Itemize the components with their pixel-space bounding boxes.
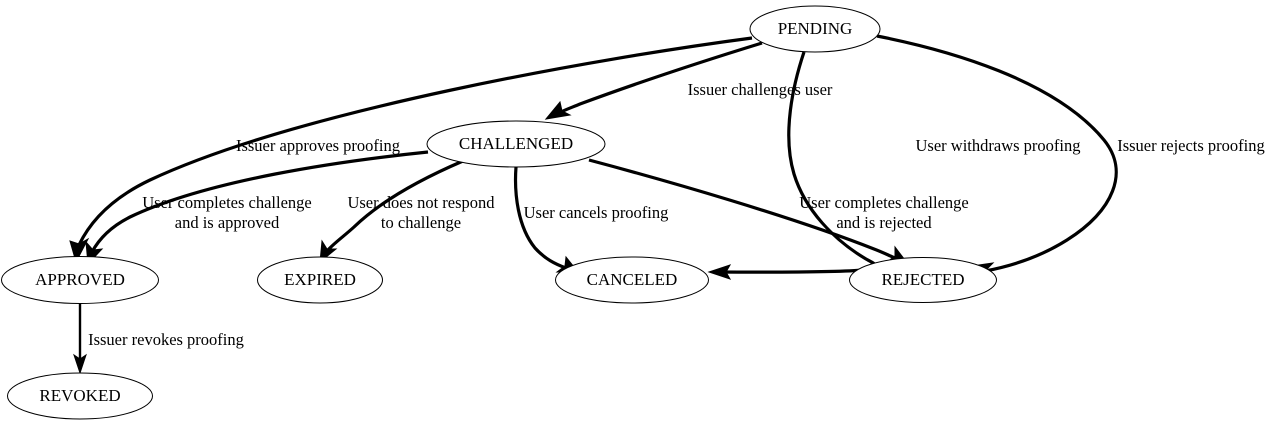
edge-label-challenged-to-canceled: User cancels proofing [524,203,669,222]
edge-challenged-to-expired: User does not respond to challenge [319,159,495,264]
node-challenged[interactable]: CHALLENGED [426,120,606,168]
edge-label-pending-to-rejected: Issuer rejects proofing [1117,136,1265,155]
node-challenged-label: CHALLENGED [459,134,573,153]
edge-label-challenged-to-rejected-line2: and is rejected [836,213,932,232]
edge-challenged-to-approved: User completes challenge and is approved [85,150,429,266]
edge-label-challenged-to-approved-line2: and is approved [175,213,280,232]
edge-pending-to-challenged: Issuer challenges user [544,41,833,120]
node-approved-shape[interactable] [1,256,159,304]
edge-label-approved-to-revoked: Issuer revokes proofing [88,330,244,349]
edge-label-pending-to-approved: Issuer approves proofing [236,136,400,155]
edge-approved-to-revoked: Issuer revokes proofing [73,304,244,375]
node-pending-label: PENDING [778,19,853,38]
edge-label-challenged-to-approved-line1: User completes challenge [142,193,312,212]
edge-label-challenged-to-expired-line2: to challenge [381,213,461,232]
edge-pending-to-rejected: Issuer rejects proofing [876,34,1265,281]
edge-label-challenged-to-rejected-line1: User completes challenge [799,193,969,212]
node-revoked-shape[interactable] [7,372,153,420]
node-rejected-shape[interactable] [849,257,997,303]
edge-label-challenged-to-expired-line1: User does not respond [347,193,495,212]
node-expired-shape[interactable] [257,256,383,304]
node-challenged-shape[interactable] [426,120,606,168]
node-canceled-shape[interactable] [555,256,709,304]
edge-label-pending-to-canceled: User withdraws proofing [916,136,1081,155]
node-pending[interactable]: PENDING [749,5,881,53]
node-approved[interactable]: APPROVED [1,256,159,304]
node-canceled[interactable]: CANCELED [555,256,709,304]
node-rejected-label: REJECTED [881,270,964,289]
node-rejected[interactable]: REJECTED [849,257,997,303]
node-canceled-label: CANCELED [587,270,678,289]
node-revoked-label: REVOKED [39,386,120,405]
node-pending-shape[interactable] [749,5,881,53]
node-expired[interactable]: EXPIRED [257,256,383,304]
edge-challenged-to-rejected: User completes challenge and is rejected [588,158,969,265]
edge-challenged-to-canceled: User cancels proofing [513,166,669,273]
node-expired-label: EXPIRED [284,270,356,289]
edge-label-pending-to-challenged: Issuer challenges user [688,80,833,99]
node-approved-label: APPROVED [35,270,125,289]
node-revoked[interactable]: REVOKED [7,372,153,420]
